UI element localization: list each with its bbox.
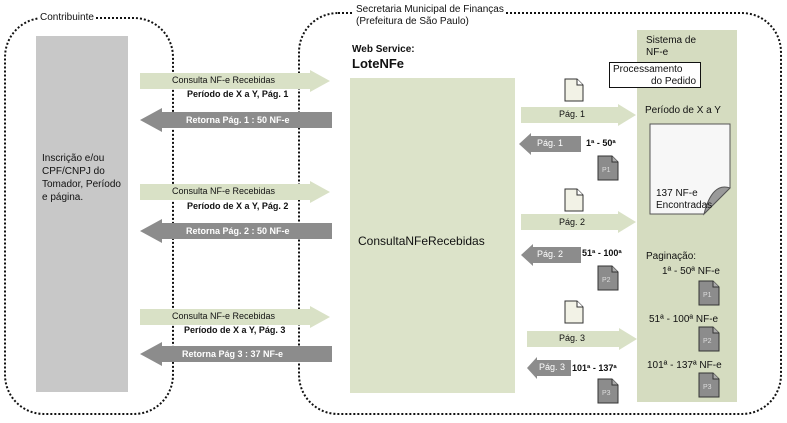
return-1-label: Retorna Pág. 1 : 50 NF-e bbox=[186, 115, 290, 125]
range-1: 1ª - 50ª bbox=[586, 138, 616, 148]
inner-request-arrow-3: Pág. 3 bbox=[527, 328, 637, 350]
secretaria-subtitle: (Prefeitura de São Paulo) bbox=[354, 16, 471, 28]
pagination-range-1: 1ª - 50ª NF-e bbox=[662, 266, 720, 277]
page-doc-icon-p3: P3 bbox=[698, 372, 720, 398]
request-1-line1: Consulta NF-e Recebidas bbox=[172, 75, 276, 85]
page-doc-icon-p2: P2 bbox=[698, 326, 720, 352]
inner-return-arrow-2: Pág. 2 bbox=[521, 244, 581, 266]
request-arrow-1: Consulta NF-e Recebidas bbox=[140, 70, 330, 92]
web-service-name: LoteNFe bbox=[352, 56, 404, 71]
processamento-line1: Processamento bbox=[613, 64, 683, 75]
request-2-line1: Consulta NF-e Recebidas bbox=[172, 186, 276, 196]
encontradas-line2: Encontradas bbox=[656, 200, 713, 211]
processamento-box bbox=[609, 62, 701, 88]
encontradas-line1: 137 NF-e bbox=[656, 188, 698, 199]
request-arrow-2: Consulta NF-e Recebidas bbox=[140, 181, 330, 203]
processamento-line2: do Pedido bbox=[651, 76, 697, 87]
inner-request-2-label: Pág. 2 bbox=[559, 217, 586, 227]
request-doc-icon-1 bbox=[564, 78, 584, 102]
contribuinte-title: Contribuinte bbox=[38, 12, 96, 24]
request-2-line2: Período de X a Y, Pág. 2 bbox=[187, 201, 289, 211]
pagination-range-3: 101ª - 137ª NF-e bbox=[647, 360, 722, 371]
inner-return-2-label: Pág. 2 bbox=[537, 249, 564, 259]
secretaria-title: Secretaria Municipal de Finanças bbox=[354, 4, 506, 16]
periodo-label: Período de X a Y bbox=[645, 105, 721, 116]
request-arrow-3: Consulta NF-e Recebidas bbox=[140, 306, 330, 328]
return-arrow-3: Retorna Pág 3 : 37 NF-e bbox=[140, 342, 332, 366]
range-2: 51ª - 100ª bbox=[582, 248, 622, 258]
inner-request-arrow-1: Pág. 1 bbox=[521, 104, 636, 126]
return-arrow-2: Retorna Pág. 2 : 50 NF-e bbox=[140, 219, 332, 243]
request-3-line2: Período de X a Y, Pág. 3 bbox=[184, 325, 286, 335]
result-doc-icon-p3: P3 bbox=[597, 378, 619, 404]
sistema-title-line1: Sistema de bbox=[646, 35, 697, 46]
range-3: 101ª - 137ª bbox=[572, 363, 617, 373]
request-doc-icon-3 bbox=[564, 300, 584, 324]
inner-request-1-label: Pág. 1 bbox=[559, 109, 586, 119]
contribuinte-description: Inscrição e/ou CPF/CNPJ do Tomador, Perí… bbox=[42, 153, 121, 203]
method-box bbox=[350, 78, 515, 393]
inner-request-arrow-2: Pág. 2 bbox=[521, 211, 636, 233]
result-doc-icon-p1: P1 bbox=[597, 155, 619, 181]
return-2-label: Retorna Pág. 2 : 50 NF-e bbox=[186, 226, 290, 236]
inner-return-arrow-3: Pág. 3 bbox=[527, 357, 571, 379]
inner-return-3-label: Pág. 3 bbox=[539, 362, 566, 372]
paginacao-label: Paginação: bbox=[646, 251, 697, 262]
inner-return-1-label: Pág. 1 bbox=[537, 138, 564, 148]
return-3-label: Retorna Pág 3 : 37 NF-e bbox=[182, 349, 284, 359]
pagination-range-2: 51ª - 100ª NF-e bbox=[649, 314, 719, 325]
sistema-box bbox=[637, 30, 737, 402]
return-arrow-1: Retorna Pág. 1 : 50 NF-e bbox=[140, 108, 332, 132]
request-3-line1: Consulta NF-e Recebidas bbox=[172, 311, 276, 321]
sistema-title-line2: NF-e bbox=[646, 47, 669, 58]
request-1-line2: Período de X a Y, Pág. 1 bbox=[187, 89, 289, 99]
web-service-label: Web Service: bbox=[352, 44, 415, 55]
page-doc-icon-p1: P1 bbox=[698, 280, 720, 306]
method-name: ConsultaNFeRecebidas bbox=[358, 234, 485, 248]
found-document-icon bbox=[648, 122, 732, 216]
secretaria-boundary bbox=[298, 12, 782, 415]
result-doc-icon-p2: P2 bbox=[597, 265, 619, 291]
contribuinte-box bbox=[36, 36, 128, 392]
inner-request-3-label: Pág. 3 bbox=[559, 333, 586, 343]
inner-return-arrow-1: Pág. 1 bbox=[519, 133, 581, 155]
request-doc-icon-2 bbox=[564, 188, 584, 212]
